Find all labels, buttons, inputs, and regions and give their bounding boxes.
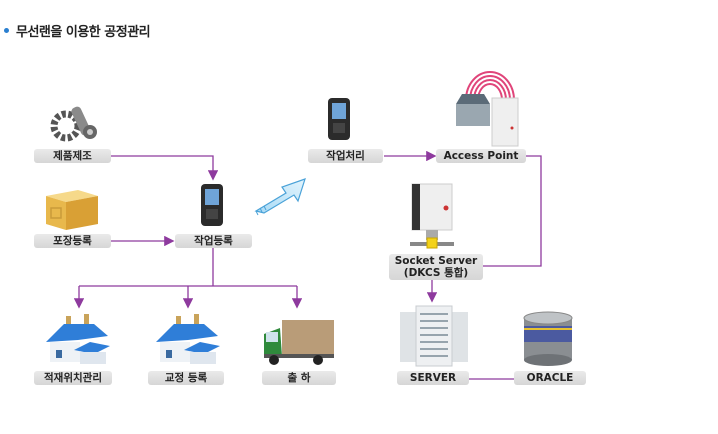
warehouse-icon: [46, 314, 110, 364]
wireless-ap-icon: [456, 71, 519, 147]
server-rack-icon: [400, 305, 468, 367]
line-ap-to-socket: [483, 155, 542, 267]
pda-icon: [201, 184, 223, 226]
label-work-register: 작업등록: [175, 234, 252, 248]
label-access-point: Access Point: [436, 149, 526, 163]
page-title-text: 무선랜을 이용한 공정관리: [16, 25, 151, 40]
pda-icon: [328, 98, 350, 140]
label-socket-server: Socket Server (DKCS 통합): [389, 254, 483, 280]
gears-icon: [50, 106, 97, 142]
label-stock-location: 적재위치관리: [34, 371, 112, 385]
truck-icon: [264, 320, 334, 365]
label-manufacture: 제품제조: [34, 149, 111, 163]
label-correction: 교정 등록: [148, 371, 224, 385]
label-work-process: 작업처리: [308, 149, 383, 163]
bullet-icon: [4, 28, 9, 33]
server-icon: [410, 183, 454, 249]
label-server: SERVER: [397, 371, 469, 385]
socket-server-line1: Socket Server: [394, 255, 478, 267]
page-title: 무선랜을 이용한 공정관리: [4, 21, 151, 40]
line-manufacture-to-register: [111, 155, 219, 181]
database-icon: [523, 311, 573, 366]
socket-server-line2: (DKCS 통합): [403, 267, 469, 279]
box-icon: [46, 190, 98, 230]
label-packing: 포장등록: [34, 234, 111, 248]
transfer-arrow-icon: [254, 178, 306, 216]
label-oracle: ORACLE: [514, 371, 586, 385]
warehouse-icon: [156, 314, 220, 364]
label-shipping: 출 하: [262, 371, 336, 385]
